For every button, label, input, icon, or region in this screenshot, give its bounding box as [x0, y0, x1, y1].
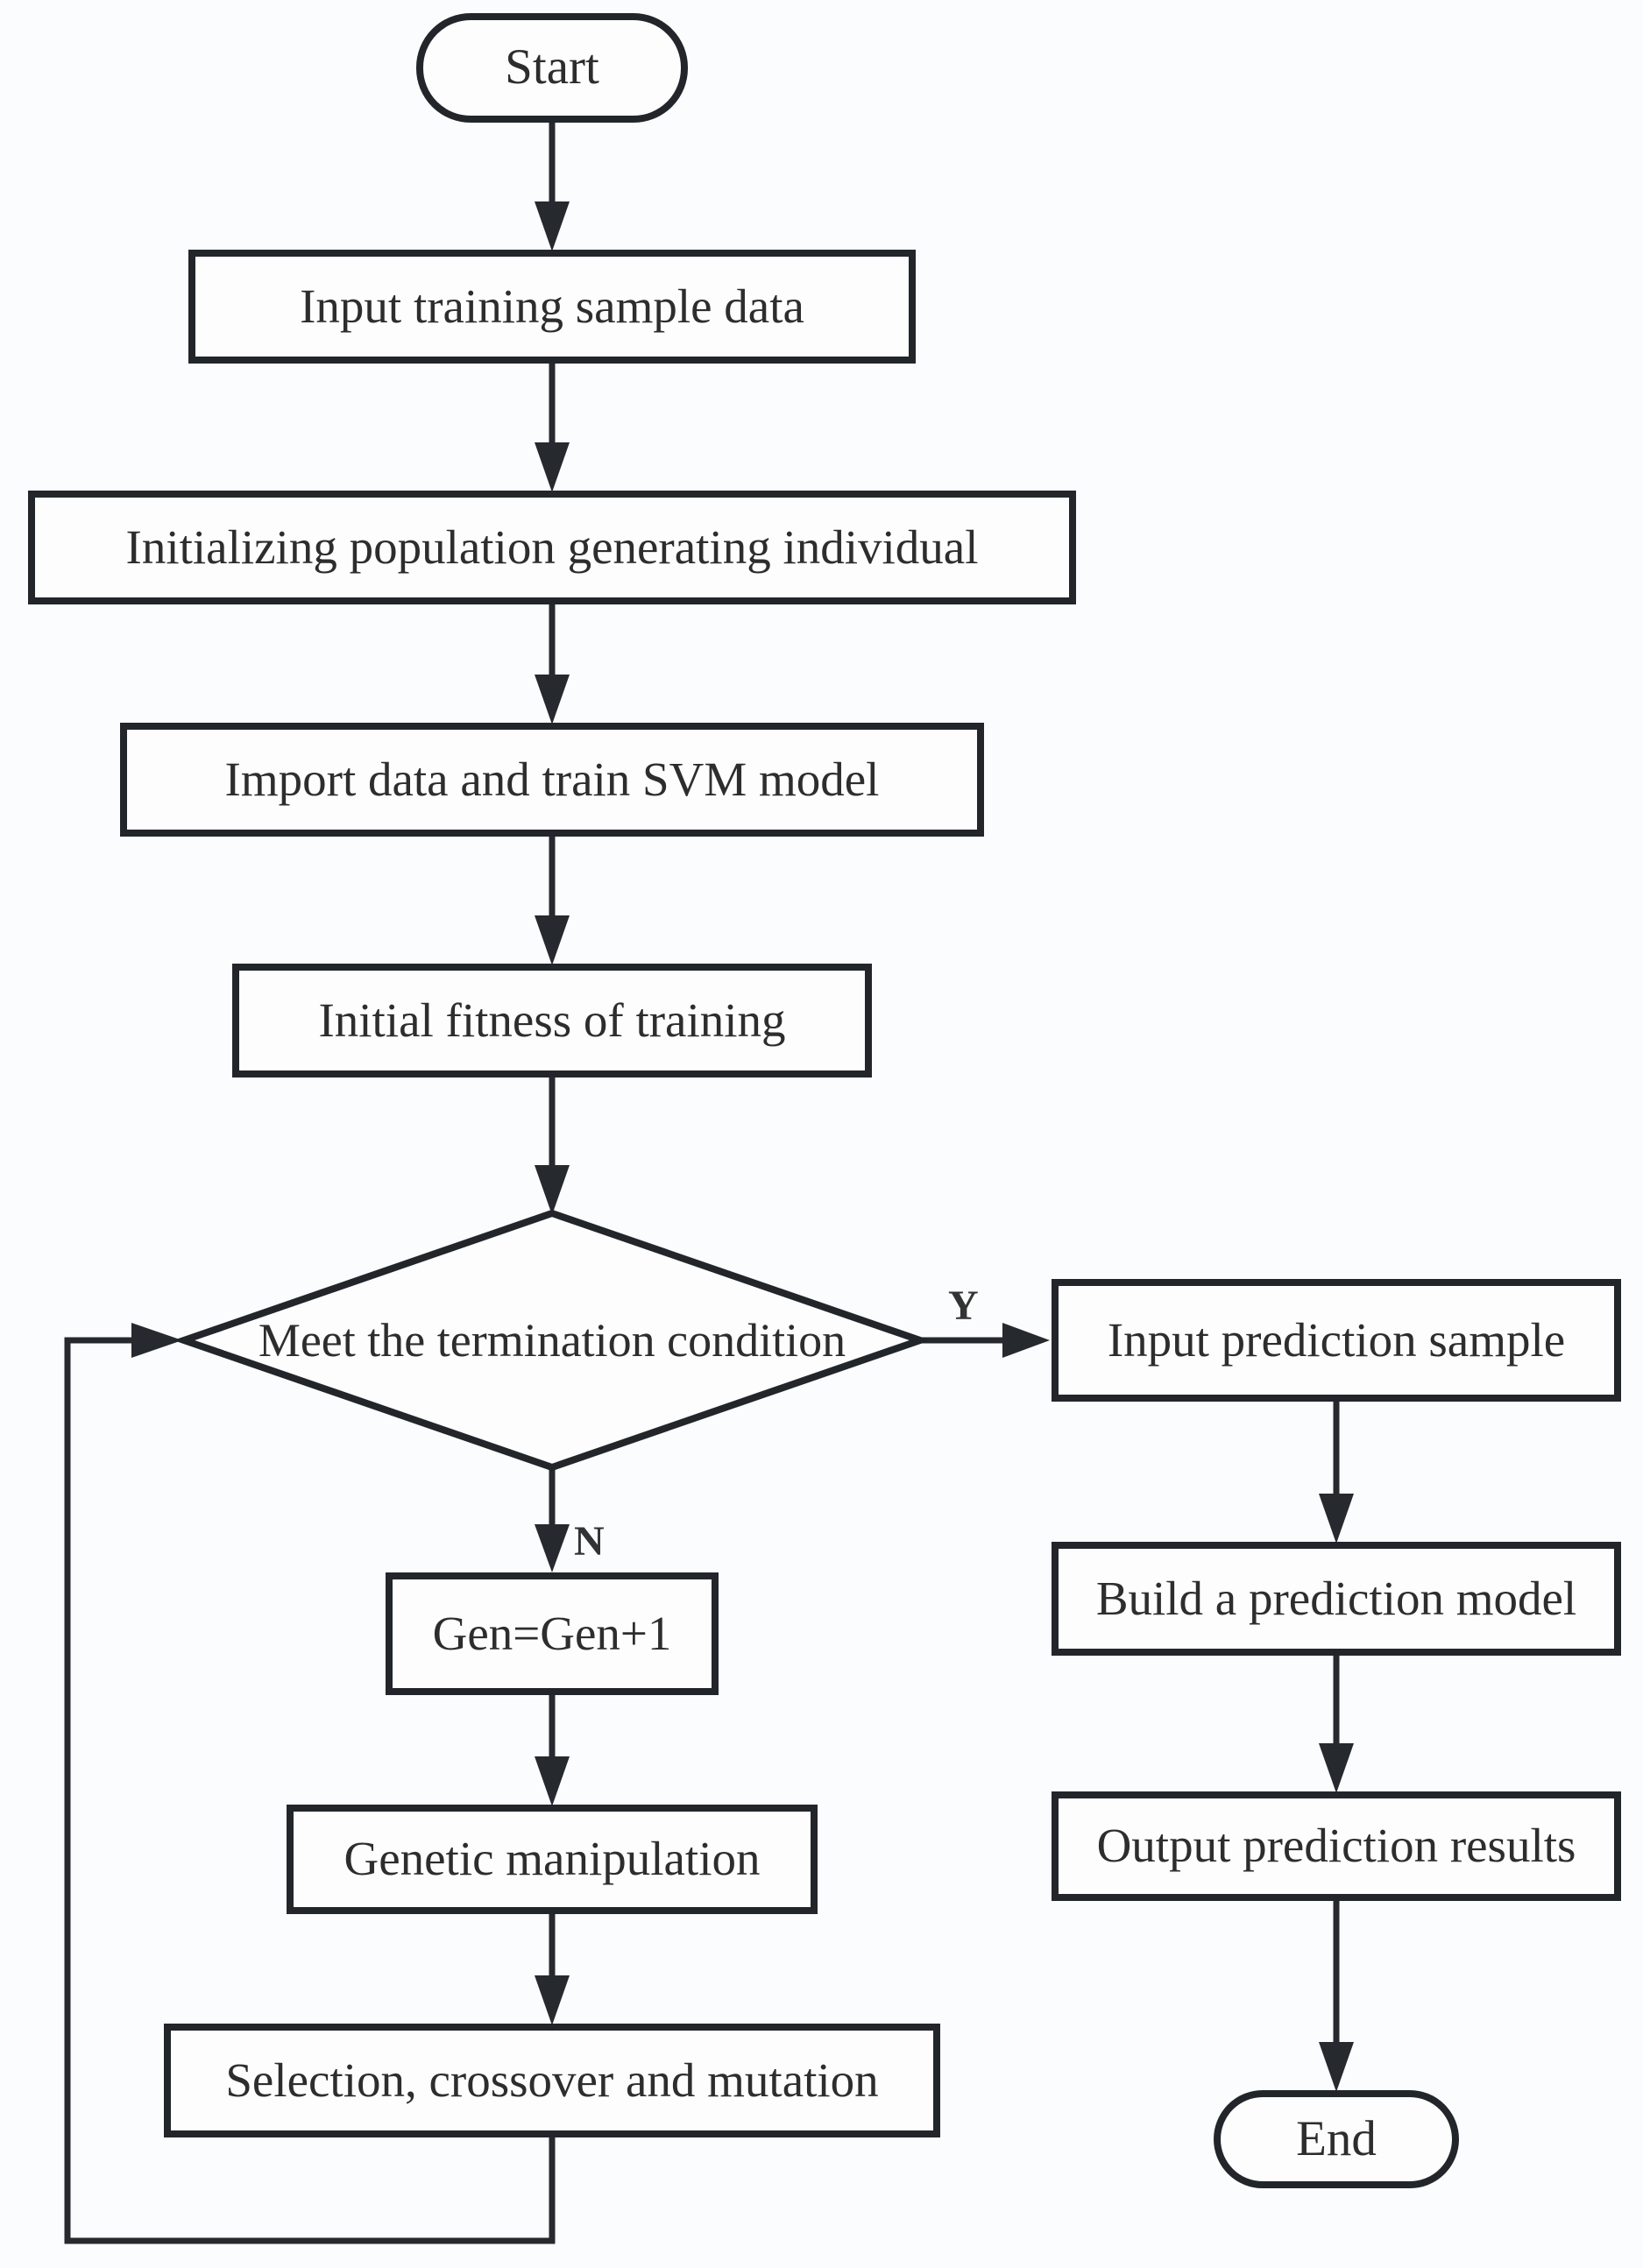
arrow-output-results-to-end [1319, 1901, 1354, 2092]
input-training-node: Input training sample data [188, 250, 916, 364]
arrow-initial-fitness-to-decision [535, 1077, 570, 1215]
build-prediction-node: Build a prediction model [1052, 1542, 1621, 1656]
arrow-genetic-manipulation-to-selection [535, 1914, 570, 2025]
init-population-node: Initializing population generating indiv… [28, 491, 1076, 604]
start-node: Start [416, 13, 688, 123]
arrow-import-train-to-initial-fitness [535, 837, 570, 965]
selection-crossover-node: Selection, crossover and mutation [164, 2024, 940, 2137]
output-prediction-node: Output prediction results [1052, 1791, 1621, 1901]
arrow-decision-yes-to-input-prediction: Y [920, 1282, 1050, 1358]
arrow-start-to-input-training [535, 123, 570, 251]
decision-diamond-shape [173, 1209, 931, 1472]
branch-label-yes: Y [948, 1282, 979, 1329]
arrow-build-model-to-output-results [1319, 1656, 1354, 1793]
genetic-manipulation-node: Genetic manipulation [287, 1805, 818, 1914]
arrow-decision-no-to-gen-increment: N [535, 1467, 605, 1572]
end-node: End [1214, 2090, 1459, 2188]
branch-label-no: N [574, 1518, 605, 1565]
initial-fitness-node: Initial fitness of training [232, 964, 872, 1077]
loop-selection-to-decision [64, 1323, 556, 2244]
import-train-svm-node: Import data and train SVM model [120, 723, 984, 837]
input-prediction-node: Input prediction sample [1052, 1279, 1621, 1402]
arrow-input-prediction-to-build-model [1319, 1402, 1354, 1544]
gen-increment-node: Gen=Gen+1 [386, 1572, 719, 1695]
arrow-init-population-to-import-train [535, 604, 570, 724]
decision-label: Meet the termination condition [258, 1314, 846, 1367]
arrow-gen-increment-to-genetic-manipulation [535, 1695, 570, 1806]
arrow-input-training-to-init-population [535, 364, 570, 492]
